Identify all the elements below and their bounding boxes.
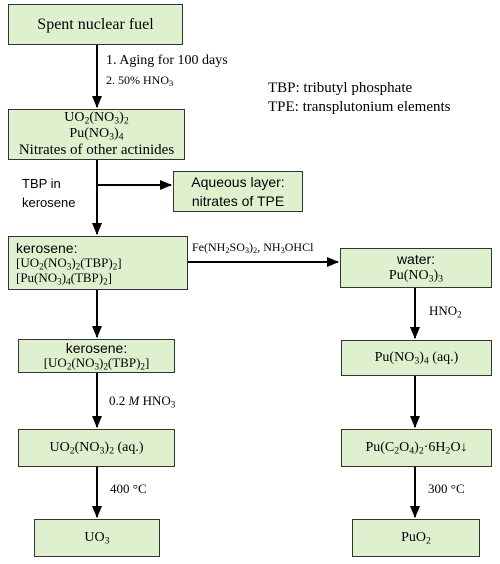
box-spent-fuel: Spent nuclear fuel (8, 4, 183, 45)
uranyl-nitrate-aq: UO2(NO3)2 (aq.) (49, 440, 144, 457)
box-nitrates: UO2(NO3)2 Pu(NO3)4 Nitrates of other act… (8, 109, 185, 160)
aqueous-layer-title: Aqueous layer: (191, 173, 285, 190)
box-kerosene-mixture: kerosene: [UO2(NO3)2(TBP)2] [Pu(NO3)4(TB… (8, 236, 188, 290)
uranyl-nitrate-formula: UO2(NO3)2 (64, 110, 129, 127)
label-aging-step: 1. Aging for 100 days (106, 53, 228, 68)
label-temp-400: 400 °C (110, 481, 147, 496)
plutonium-dioxide: PuO2 (401, 530, 431, 547)
box-kerosene-uranyl: kerosene: [UO2(NO3)2(TBP)2] (18, 339, 175, 373)
plutonium-oxalate-precipitate: Pu(C2O4)2·6H2O↓ (365, 440, 468, 457)
label-reductant: Fe(NH2SO3)2, NH3OHCl (192, 240, 314, 256)
box-plutonium-iv-nitrate: Pu(NO3)4 (aq.) (341, 340, 492, 376)
box-water-phase: water: Pu(NO3)3 (340, 248, 492, 288)
label-tbp-in-kerosene: TBP in kerosene (22, 176, 76, 210)
water-phase-title: water: (396, 251, 436, 268)
kerosene-mixture-title: kerosene: (16, 239, 78, 256)
box-uranyl-nitrate-aq: UO2(NO3)2 (aq.) (18, 429, 175, 467)
plutonium-iv-nitrate-aq: Pu(NO3)4 (aq.) (374, 350, 459, 367)
other-actinides-label: Nitrates of other actinides (18, 141, 175, 158)
note-tbp: TBP: tributyl phosphate (268, 80, 413, 96)
uranium-trioxide: UO3 (84, 530, 110, 547)
plutonium-nitrate-formula: Pu(NO3)4 (69, 126, 124, 143)
spent-fuel-label: Spent nuclear fuel (37, 15, 154, 33)
plutonium-iii-nitrate: Pu(NO3)3 (388, 267, 444, 285)
note-tpe: TPE: transplutonium elements (268, 99, 451, 115)
box-plutonium-oxalate: Pu(C2O4)2·6H2O↓ (341, 429, 492, 467)
label-nitric-acid-step: 2. 50% HNO3 (106, 73, 174, 89)
box-puo2: PuO2 (352, 519, 480, 557)
plutonium-tbp-complex: [Pu(NO3)4(TBP)2] (16, 269, 112, 286)
box-aqueous-layer: Aqueous layer: nitrates of TPE (173, 171, 303, 212)
uranyl-tbp-complex: [UO2(NO3)2(TBP)2] (16, 255, 122, 272)
label-nitrous-acid: HNO2 (429, 303, 462, 320)
uranyl-tbp-complex-purified: [UO2(NO3)2(TBP)2] (43, 355, 150, 372)
kerosene-uranyl-title: kerosene: (65, 340, 128, 357)
box-uo3: UO3 (34, 519, 160, 557)
label-dilute-nitric-acid: 0.2 M HNO3 (109, 393, 176, 410)
aqueous-layer-content: nitrates of TPE (191, 192, 285, 209)
label-temp-300: 300 °C (428, 481, 465, 496)
